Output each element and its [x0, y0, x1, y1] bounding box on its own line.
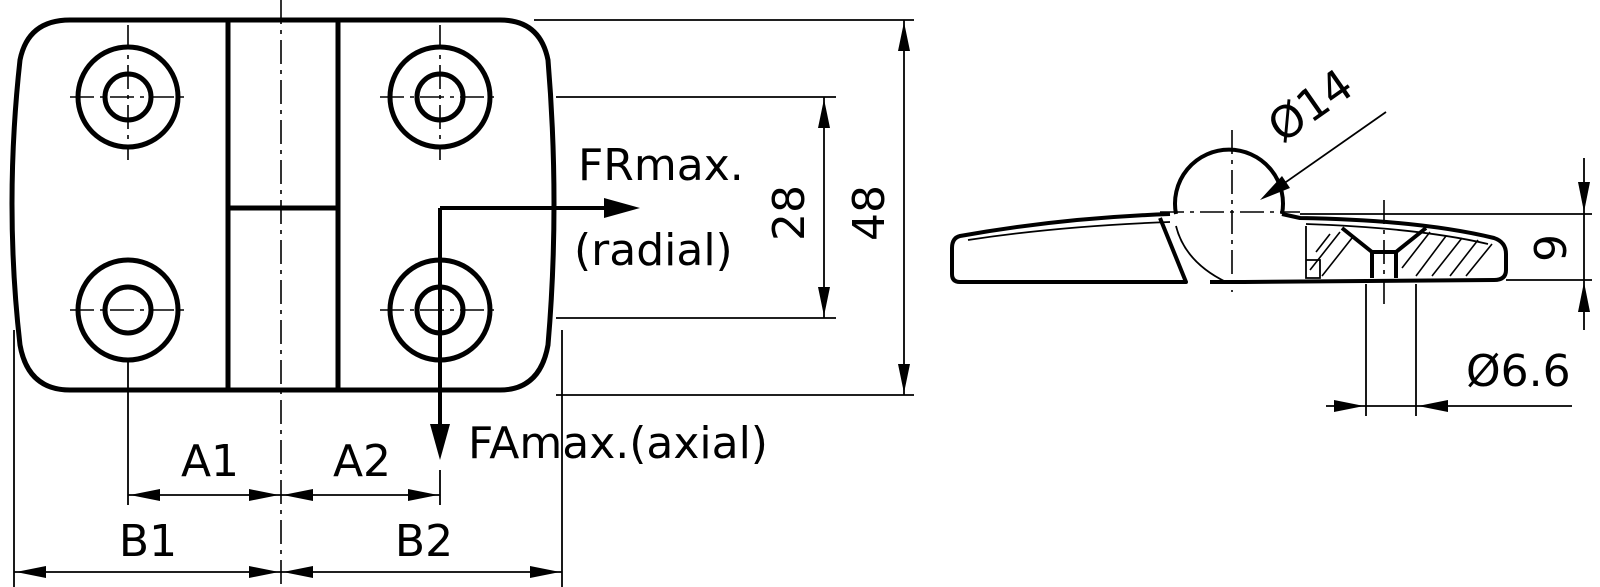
- side-view: Ø14 9 Ø6.6: [950, 59, 1592, 416]
- dimension-hole-spacing: [556, 96, 836, 319]
- mounting-hole-top-right: [380, 25, 500, 160]
- front-view: FRmax. (radial) FAmax.(axial) 28 48: [9, 0, 914, 587]
- side-right-leaf-edges: [1305, 223, 1489, 279]
- dimension-a1-label: A1: [181, 436, 239, 487]
- force-radial-label-1: FRmax.: [578, 140, 744, 191]
- mounting-hole-top-left: [70, 25, 188, 160]
- side-left-leaf: [950, 212, 1188, 284]
- dimension-b2-label: B2: [395, 516, 453, 567]
- mounting-hole-bottom-left: [70, 257, 188, 363]
- side-knuckle-transition: [1175, 225, 1227, 283]
- dimension-height-label: 48: [844, 185, 895, 241]
- side-left-leaf-bevel: [967, 221, 1171, 241]
- dimension-hole-spacing-label: 28: [764, 185, 815, 241]
- side-knuckle: [1173, 147, 1285, 215]
- side-right-leaf: [1210, 212, 1508, 284]
- radial-force-arrow: [440, 198, 640, 218]
- dimension-b: [13, 330, 563, 587]
- force-radial-label-2: (radial): [574, 225, 733, 276]
- dimension-thickness: [1300, 158, 1592, 330]
- dimension-a: [127, 360, 441, 505]
- dimension-hole-diameter-label: Ø6.6: [1466, 346, 1571, 397]
- dimension-a2-label: A2: [333, 436, 391, 487]
- dimension-height: [534, 19, 914, 396]
- dimension-thickness-label: 9: [1526, 234, 1577, 262]
- section-hatching: [1309, 231, 1493, 277]
- dimension-knuckle-diameter: [1260, 111, 1387, 200]
- dimension-hole-diameter: [1326, 284, 1572, 416]
- hinge-plate-outline: [9, 17, 557, 393]
- dimension-b1-label: B1: [119, 516, 177, 567]
- force-axial-label: FAmax.(axial): [468, 418, 768, 469]
- axial-force-arrow: [430, 208, 450, 460]
